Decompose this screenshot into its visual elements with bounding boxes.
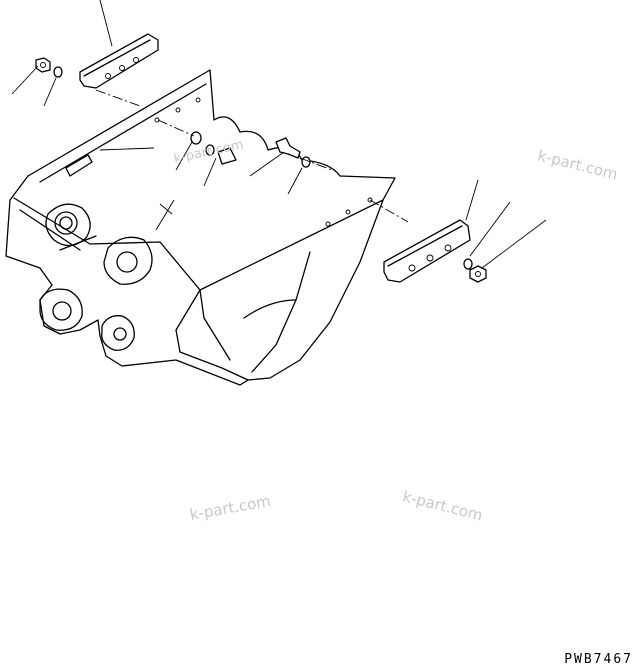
bucket-body bbox=[5, 69, 396, 386]
wear-plate-right bbox=[383, 219, 471, 283]
washer-left bbox=[53, 66, 63, 78]
washer-center bbox=[190, 131, 215, 156]
washer-right bbox=[301, 156, 311, 168]
bolt-center bbox=[217, 147, 237, 165]
bolt-right bbox=[275, 137, 301, 159]
wear-plate-left bbox=[79, 33, 159, 89]
nut-left bbox=[35, 57, 51, 73]
leader-lines bbox=[11, 0, 547, 269]
nut-far-right bbox=[469, 265, 487, 283]
alignment-lines bbox=[95, 89, 409, 223]
drawing-code: PWB7467 bbox=[564, 652, 633, 667]
washer-far-right bbox=[463, 258, 473, 270]
